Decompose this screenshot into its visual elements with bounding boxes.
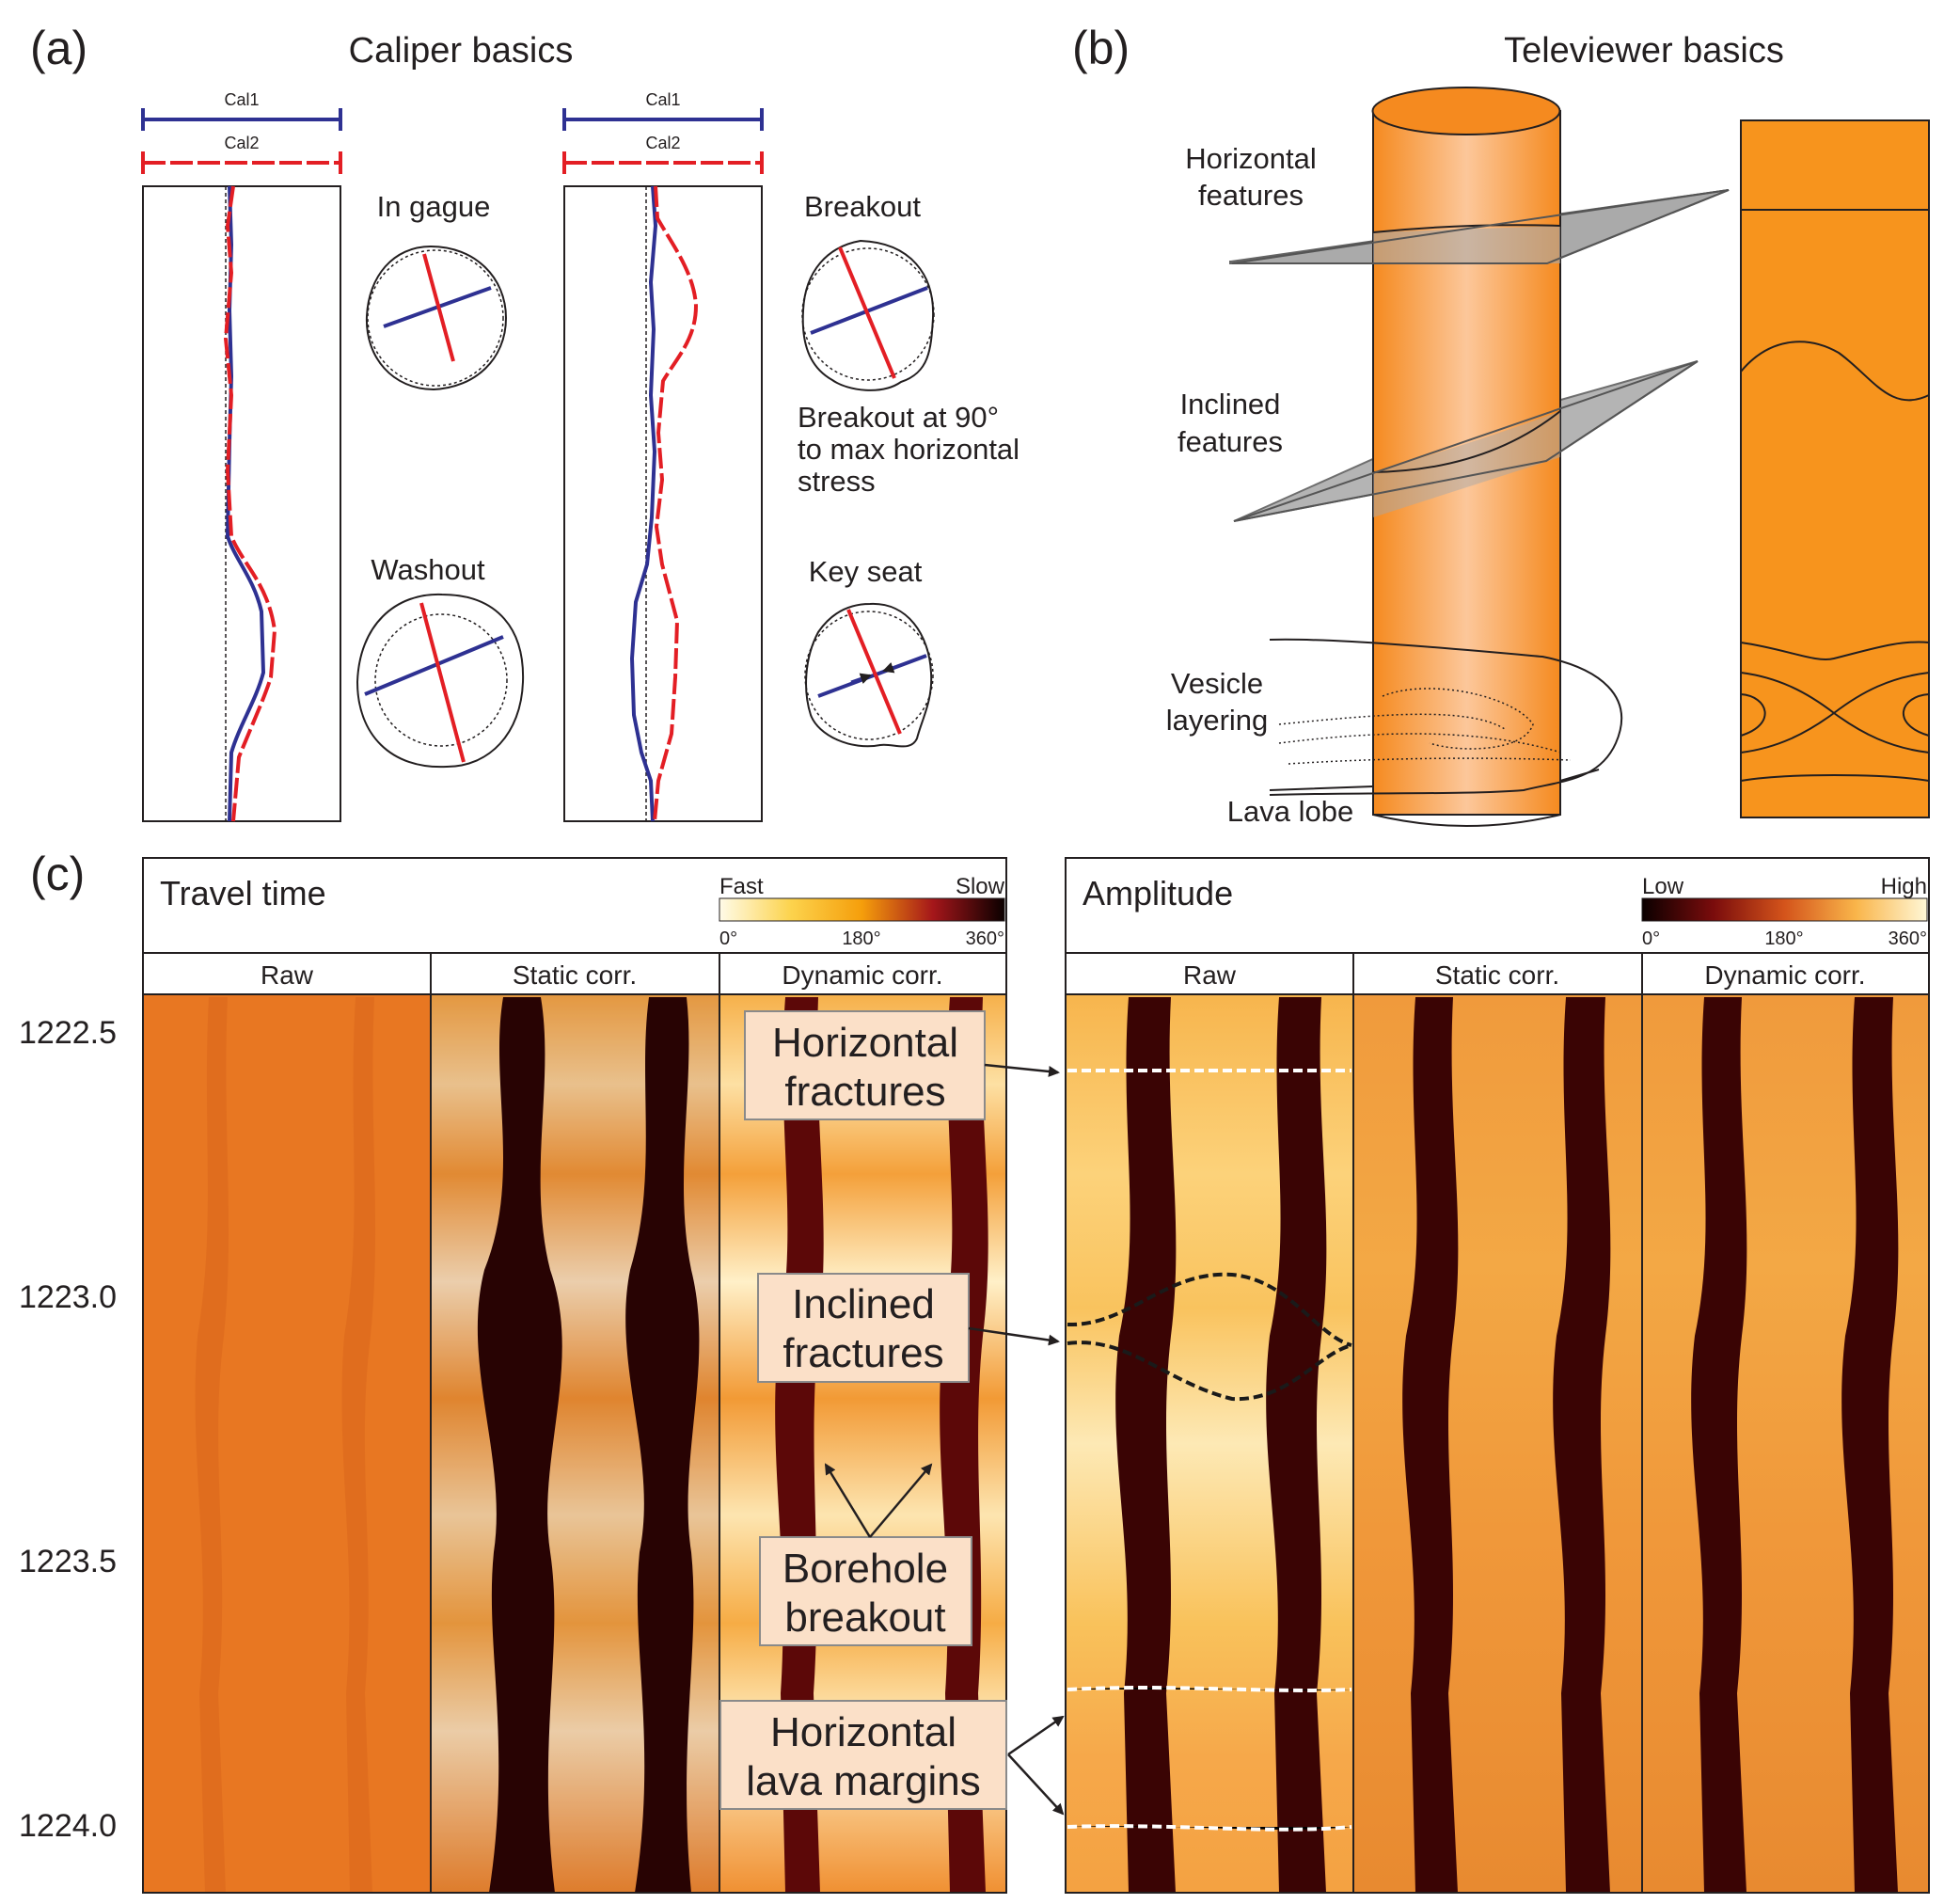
panel-b-title: Televiewer basics (1504, 31, 1784, 71)
lava-lobe (1269, 638, 1622, 796)
in-gauge-diagram (365, 245, 508, 391)
tt-colorbar-right: Slow (956, 874, 1005, 899)
caliper-log-2 (563, 185, 763, 822)
panel-a-label: (a) (30, 22, 87, 74)
breakout-note-3: stress (798, 465, 876, 498)
depth-1223-5: 1223.5 (19, 1544, 117, 1579)
annot-bb-1: Borehole (782, 1546, 948, 1592)
amplitude-header: Amplitude Low High 0° 180° 360° Raw Stat… (1065, 857, 1930, 995)
amp-dynamic-image (1642, 994, 1929, 1893)
cal1-label: Cal1 (224, 90, 259, 109)
annot-bb-2: breakout (784, 1595, 945, 1641)
tt-col-raw: Raw (261, 960, 314, 990)
amp-tick-0: 0° (1642, 928, 1660, 949)
amp-tick-360: 360° (1889, 928, 1927, 949)
caliper-log-1 (142, 185, 341, 822)
tt-col-dynamic: Dynamic corr. (782, 960, 942, 990)
travel-time-colorbar (719, 897, 1005, 922)
annotation-borehole-breakout: Borehole breakout (759, 1463, 972, 1646)
vesicle-label-2: layering (1166, 704, 1269, 737)
travel-time-title: Travel time (160, 874, 326, 912)
tt-tick-360: 360° (966, 928, 1004, 949)
image-column-borders (142, 993, 1930, 1894)
lava-lobe-label: Lava lobe (1227, 795, 1353, 828)
panel-b: (b) Televiewer basics (1072, 22, 1930, 828)
annot-lm-2: lava margins (746, 1758, 980, 1804)
amp-tick-180: 180° (1764, 928, 1803, 949)
annot-hf-2: fractures (784, 1069, 945, 1115)
cal2-label: Cal2 (224, 134, 259, 152)
horizontal-features-label-1: Horizontal (1185, 142, 1317, 175)
tt-static-image (431, 994, 719, 1893)
caliper-legend-2: Cal1 Cal2 (562, 90, 764, 174)
horizontal-features-label-2: features (1198, 179, 1304, 212)
panel-c: (c) Travel time Fast Slow 0° 180° 360° R… (19, 848, 1930, 1894)
key-seat-diagram (804, 602, 934, 748)
amp-col-raw: Raw (1183, 960, 1237, 990)
tt-col-static: Static corr. (513, 960, 637, 990)
washout-label: Washout (371, 553, 485, 586)
tt-colorbar-left: Fast (719, 874, 764, 899)
annot-if-1: Inclined (792, 1281, 935, 1327)
tt-raw-image (143, 994, 431, 1893)
breakout-label: Breakout (804, 190, 921, 223)
annot-lm-1: Horizontal (770, 1709, 956, 1755)
amp-colorbar-left: Low (1642, 874, 1684, 899)
amp-col-dynamic: Dynamic corr. (1704, 960, 1865, 990)
unrolled-televiewer-image (1740, 119, 1930, 818)
cal2-label-2: Cal2 (645, 134, 680, 152)
amp-static-image (1353, 994, 1642, 1893)
amplitude-title: Amplitude (1083, 874, 1233, 912)
inclined-features-label-2: features (1177, 425, 1283, 458)
cal1-label-2: Cal1 (645, 90, 680, 109)
panel-a-title: Caliper basics (349, 31, 574, 71)
amp-colorbar-right: High (1881, 874, 1927, 899)
amplitude-colorbar (1641, 897, 1928, 922)
tt-tick-180: 180° (842, 928, 880, 949)
breakout-diagram (801, 239, 935, 391)
travel-time-header: Travel time Fast Slow 0° 180° 360° Raw S… (142, 857, 1007, 995)
in-gauge-label: In gague (377, 190, 491, 223)
amp-col-static: Static corr. (1435, 960, 1559, 990)
caliper-legend-1: Cal1 Cal2 (141, 90, 342, 174)
annotation-inclined-fractures: Inclined fractures (757, 1273, 1060, 1383)
vesicle-label-1: Vesicle (1171, 667, 1263, 700)
annotation-horizontal-lava-margins: Horizontal lava margins (719, 1700, 1065, 1816)
annot-if-2: fractures (782, 1330, 943, 1376)
key-seat-label: Key seat (809, 555, 923, 588)
washout-diagram (356, 593, 525, 769)
depth-1223-0: 1223.0 (19, 1279, 117, 1315)
breakout-note-1: Breakout at 90° (798, 401, 999, 434)
panel-c-label: (c) (30, 848, 85, 900)
traced-features (1067, 1069, 1352, 1832)
depth-1222-5: 1222.5 (19, 1015, 117, 1051)
annotation-horizontal-fractures: Horizontal fractures (744, 1010, 1060, 1120)
amp-raw-image (1066, 994, 1353, 1893)
annot-hf-1: Horizontal (772, 1020, 958, 1066)
inclined-features-label-1: Inclined (1180, 388, 1281, 420)
panel-a: (a) Caliper basics Cal1 Cal2 In gague (30, 22, 1019, 822)
tt-tick-0: 0° (719, 928, 737, 949)
breakout-note-2: to max horizontal (798, 433, 1019, 466)
panel-b-label: (b) (1072, 22, 1130, 74)
depth-1224-0: 1224.0 (19, 1808, 117, 1844)
